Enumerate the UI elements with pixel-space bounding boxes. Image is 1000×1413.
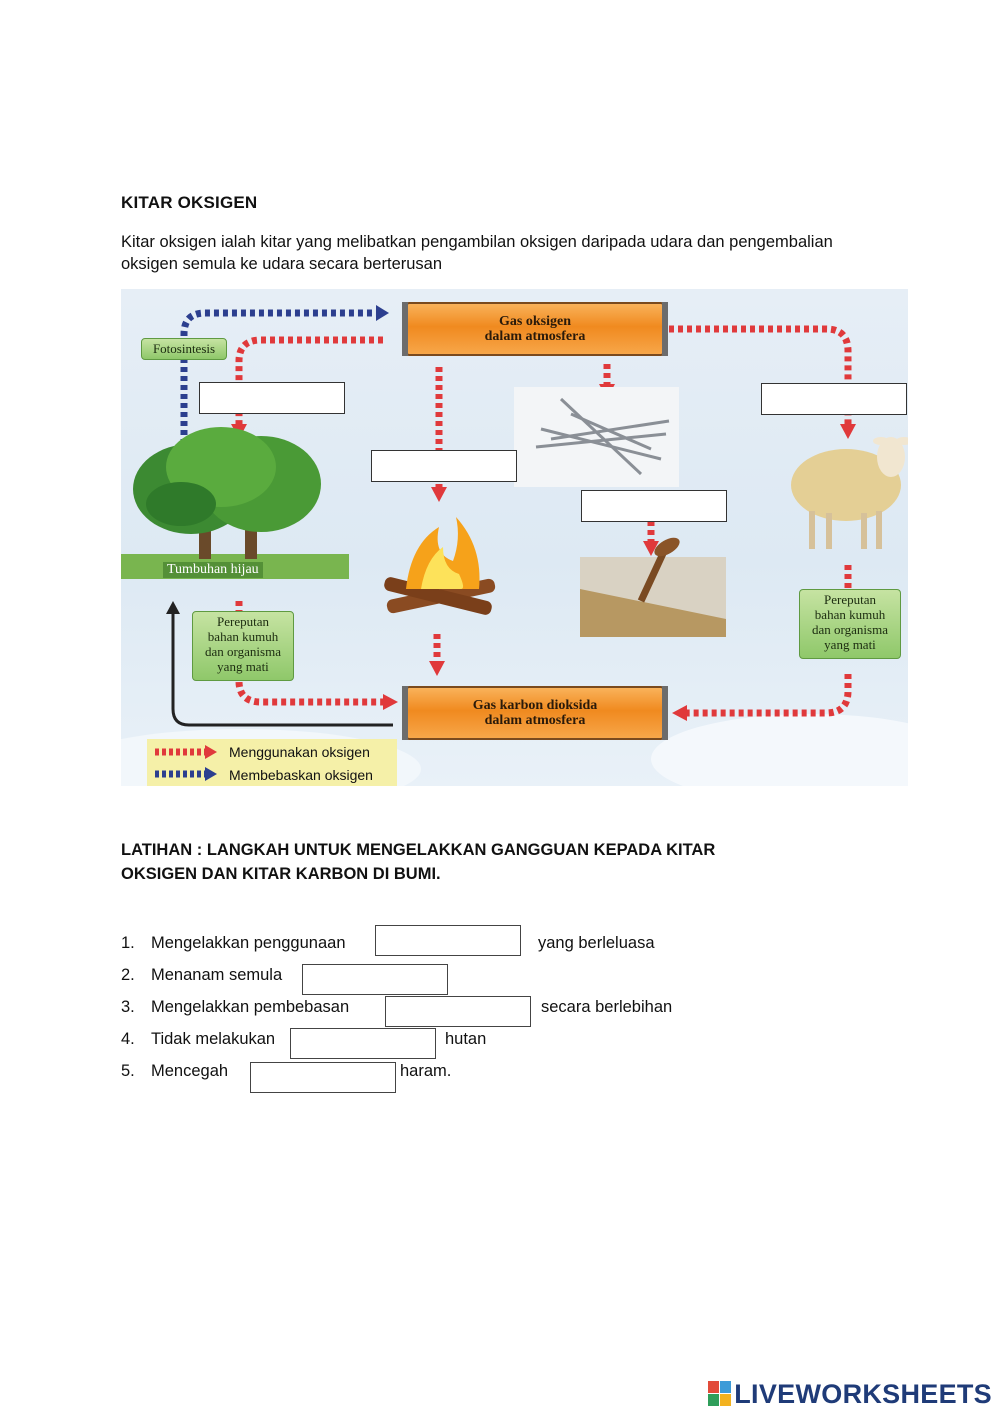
co2-bar-line1: Gas karbon dioksida <box>472 698 598 713</box>
liveworksheets-logo[interactable]: LIVEWORKSHEETS <box>708 1378 992 1410</box>
item-text-after: haram. <box>400 1062 452 1080</box>
diagram-canvas <box>121 305 908 786</box>
tree-illustration <box>121 427 349 579</box>
legend-use-oxygen: Menggunakan oksigen <box>229 744 370 760</box>
use-arrowhead <box>672 705 687 721</box>
exercise-title: LATIHAN : LANGKAH UNTUK MENGELAKKAN GANG… <box>121 838 821 886</box>
decay-right-line: dan organisma <box>812 622 888 637</box>
carbon-dioxide-atmosphere-bar: Gas karbon dioksida dalam atmosfera <box>402 686 668 740</box>
decay-label-right: Pereputan bahan kumuh dan organisma yang… <box>799 589 901 659</box>
oxygen-bar-line2: dalam atmosfera <box>484 329 586 344</box>
carbon-return-arrow <box>171 614 393 727</box>
item-number: 2. <box>121 966 135 984</box>
item-text-after: secara berlebihan <box>541 998 673 1016</box>
fire-illustration <box>384 517 496 615</box>
exercise-answer-4[interactable] <box>290 1028 436 1059</box>
decay-left-line: Pereputan <box>217 614 269 629</box>
use-oxygen-arrow <box>687 674 852 717</box>
oxygen-atmosphere-bar: Gas oksigen dalam atmosfera <box>402 302 668 356</box>
item-text: Mengelakkan pembebasan <box>151 998 350 1016</box>
item-number: 1. <box>121 934 135 952</box>
rusty-nail-illustration <box>580 537 726 637</box>
use-arrowhead <box>643 541 659 556</box>
use-arrowhead <box>840 424 856 439</box>
item-text: Mengelakkan penggunaan <box>151 934 346 952</box>
carbon-return-arrowhead <box>166 601 180 614</box>
use-arrowhead <box>429 661 445 676</box>
green-plants-label: Tumbuhan hijau <box>163 562 263 578</box>
sheep-illustration <box>791 437 908 549</box>
exercise-answer-2[interactable] <box>302 964 448 995</box>
use-oxygen-arrow <box>669 325 852 424</box>
legend-release-oxygen: Membebaskan oksigen <box>229 767 373 783</box>
item-text: Tidak melakukan <box>151 1030 276 1048</box>
nails-illustration <box>514 387 679 487</box>
use-arrowhead <box>383 694 398 710</box>
exercise-title-line: LATIHAN : LANGKAH UNTUK MENGELAKKAN GANG… <box>121 841 716 859</box>
exercise-answer-1[interactable] <box>375 925 521 956</box>
exercise-answer-3[interactable] <box>385 996 531 1027</box>
logo-mark-icon <box>708 1381 732 1406</box>
diagram-answer-box-1[interactable] <box>199 382 345 414</box>
decay-left-line: dan organisma <box>205 644 281 659</box>
use-arrowhead <box>431 487 447 502</box>
intro-paragraph: Kitar oksigen ialah kitar yang melibatka… <box>121 233 833 273</box>
page-heading: KITAR OKSIGEN <box>121 193 258 212</box>
item-text: Menanam semula <box>151 966 283 984</box>
item-number: 5. <box>121 1062 135 1080</box>
exercise-answer-5[interactable] <box>250 1062 396 1093</box>
decay-left-line: yang mati <box>217 659 269 674</box>
legend-swatches <box>155 745 217 781</box>
diagram-answer-box-2[interactable] <box>761 383 907 415</box>
photosynthesis-label: Fotosintesis <box>141 338 227 360</box>
item-number: 3. <box>121 998 135 1016</box>
item-text: Mencegah <box>151 1062 229 1080</box>
decay-right-line: Pereputan <box>824 592 876 607</box>
item-number: 4. <box>121 1030 135 1048</box>
co2-bar-line2: dalam atmosfera <box>484 713 586 728</box>
release-oxygen-arrow <box>180 309 376 444</box>
oxygen-cycle-diagram: Gas oksigen dalam atmosfera Gas karbon d… <box>121 289 908 786</box>
logo-text: LIVEWORKSHEETS <box>734 1378 992 1409</box>
oxygen-bar-line1: Gas oksigen <box>499 314 571 329</box>
cloud-shape <box>651 714 908 786</box>
decay-right-line: yang mati <box>824 637 876 652</box>
legend: Menggunakan oksigen Membebaskan oksigen <box>147 739 397 786</box>
item-text-after: hutan <box>445 1030 487 1048</box>
diagram-answer-box-4[interactable] <box>581 490 727 522</box>
exercise-title-line: OKSIGEN DAN KITAR KARBON DI BUMI. <box>121 865 441 883</box>
decay-label-left: Pereputan bahan kumuh dan organisma yang… <box>192 611 294 681</box>
diagram-answer-box-3[interactable] <box>371 450 517 482</box>
decay-left-line: bahan kumuh <box>207 629 279 644</box>
decay-right-line: bahan kumuh <box>814 607 886 622</box>
use-oxygen-arrow <box>235 336 383 424</box>
release-arrowhead <box>376 305 389 321</box>
item-text-after: yang berleluasa <box>538 934 655 952</box>
